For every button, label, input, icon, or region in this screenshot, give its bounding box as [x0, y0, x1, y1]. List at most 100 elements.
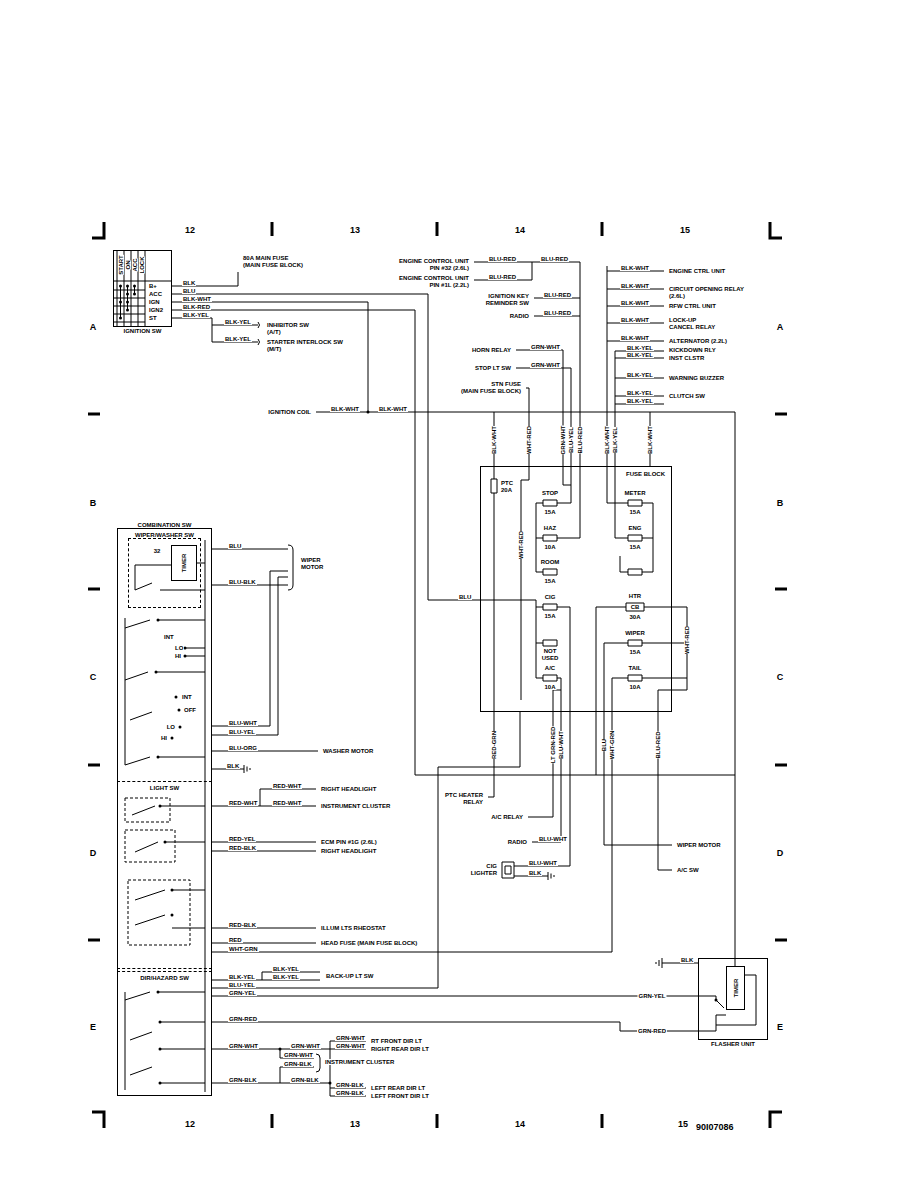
wire-label: BLU-RED [577, 427, 583, 454]
switch-section [125, 798, 190, 945]
wire-label: BLK-YEL [612, 427, 618, 453]
wire-label: GRN-BLK [228, 1077, 258, 1083]
wire-label: STARTER INTERLOCK SW [266, 339, 344, 345]
wire-label: 15A [628, 649, 641, 655]
fuse-wiring [480, 466, 687, 845]
wire-label: RIGHT REAR DIR LT [370, 1046, 430, 1052]
wire-label: INST CLSTR [668, 355, 705, 361]
wire-label: BLK [226, 763, 240, 769]
grid-reference: 13 [349, 1120, 361, 1129]
wire-label: HEAD FUSE (MAIN FUSE BLOCK) [320, 940, 418, 946]
fuse-symbol [491, 479, 644, 681]
wire-label: A/C RELAY [490, 814, 524, 820]
wire-label: GRN-WHT [560, 426, 566, 455]
wire-label: 80A MAIN FUSE [242, 255, 289, 261]
wire-label: BLK-WHT [182, 296, 212, 302]
wire-label: (2.6L) [668, 293, 686, 299]
wire-connector [212, 996, 698, 997]
wire-label: GRN-BLK [335, 1090, 365, 1096]
wire-label: LOCK-UP [668, 317, 697, 323]
wire-label: 20A [500, 487, 513, 493]
wire-label: PIN #1L (2.2L) [428, 282, 470, 288]
wire-label: PTC [500, 480, 514, 486]
wire-label: A/C SW [676, 867, 700, 873]
switch-grid [113, 250, 172, 327]
wire-label: CIG [485, 863, 498, 869]
grid-reference: B [89, 499, 98, 508]
wire-label: LO [166, 724, 176, 730]
wire-label: ENG [627, 525, 642, 531]
wire-label: START [118, 255, 124, 275]
grid-reference: C [776, 673, 785, 682]
wire-label: IGN2 [148, 307, 164, 313]
node-label: FUSE BLOCK [625, 471, 666, 477]
node-label: IGNITION SW [123, 328, 163, 334]
timer-box: TIMER [171, 545, 197, 581]
node-label: COMBINATION SW [137, 522, 193, 528]
wire-label: RADIO [509, 313, 530, 319]
wire-connector [172, 302, 494, 466]
wire-label: HI [160, 735, 168, 741]
wire [212, 545, 318, 773]
wire-label: RED-WHT [272, 800, 302, 806]
combination-switch: COMBINATION SWWIPER/WASHER SWTIMERLIGHT … [117, 528, 212, 1096]
wire-label: IGN [148, 299, 161, 305]
wire-connector [172, 294, 480, 600]
wire [212, 972, 366, 1096]
wire-label: HAZ [543, 525, 557, 531]
wire-label: BLK [680, 957, 694, 963]
wire-label: STOP LT SW [474, 365, 512, 371]
frame-marks [88, 222, 787, 1128]
wire-label: NOT [543, 648, 558, 654]
wire-label: GRN-BLK [335, 1082, 365, 1088]
wire-label: BLU-WHT [228, 720, 258, 726]
wire-label: INT [181, 694, 193, 700]
wire-label: KICKDOWN RLY [668, 347, 717, 353]
wire-label: B+ [148, 283, 158, 289]
wire-label: (MAIN FUSE BLOCK) [460, 388, 522, 394]
wire-label: BLU-WHT [538, 836, 568, 842]
wire-label: GRN-RED [637, 1028, 667, 1034]
wire-label: GRN-WHT [228, 1043, 259, 1049]
wire-label: BLU-YEL [228, 982, 256, 988]
wire-connector [212, 712, 520, 988]
wire-label: (A/T) [266, 329, 282, 335]
node-label: LIGHT SW [149, 785, 180, 791]
wire-label: BLK-YEL [626, 372, 654, 378]
junction-dot [119, 285, 718, 1085]
wire-label: RED-BLK [228, 845, 257, 851]
wire-label: BLK-YEL [228, 974, 256, 980]
wire-label: RIGHT HEADLIGHT [320, 786, 377, 792]
wire-label: WARNING BUZZER [668, 375, 725, 381]
wire-label: GRN-YEL [638, 993, 667, 999]
wire-label: WIPER MOTOR [676, 842, 722, 848]
wire-label: WHT-RED [526, 426, 532, 454]
wire-label: WIPER [300, 557, 322, 563]
wire-label: BLK-WHT [620, 335, 650, 341]
wire [607, 266, 664, 466]
wire-label: BLK-YEL [626, 390, 654, 396]
wire-label: BLK-YEL [182, 312, 210, 318]
wire-label: 30A [628, 614, 641, 620]
wire-label: BACK-UP LT SW [325, 973, 374, 979]
wire-label: RED-BLK [228, 922, 257, 928]
wire-label: RADIO [507, 839, 528, 845]
wire-label: BLU-RED [540, 256, 569, 262]
wire-label: BLU [228, 543, 242, 549]
wire-label: BLK-YEL [272, 966, 300, 972]
wire-label: BLU-RED [543, 310, 572, 316]
wire-label: GRN-WHT [335, 1043, 366, 1049]
wire-label: ACC [132, 259, 138, 272]
node-label: WIPER/WASHER SW [134, 532, 195, 538]
wire-label: BLK-WHT [491, 426, 497, 454]
wire-label: CLUTCH SW [668, 393, 706, 399]
wire-label: BLU-YEL [568, 427, 574, 453]
wire-label: ON [125, 261, 131, 270]
wire-label: ACC [148, 291, 163, 297]
wire-label: RED-WHT [228, 800, 258, 806]
wire-label: WASHER MOTOR [322, 748, 374, 754]
wire-label: RFW CTRL UNIT [668, 303, 717, 309]
wire-label: BLK-WHT [620, 265, 650, 271]
wire-label: ENGINE CTRL UNIT [668, 268, 726, 274]
